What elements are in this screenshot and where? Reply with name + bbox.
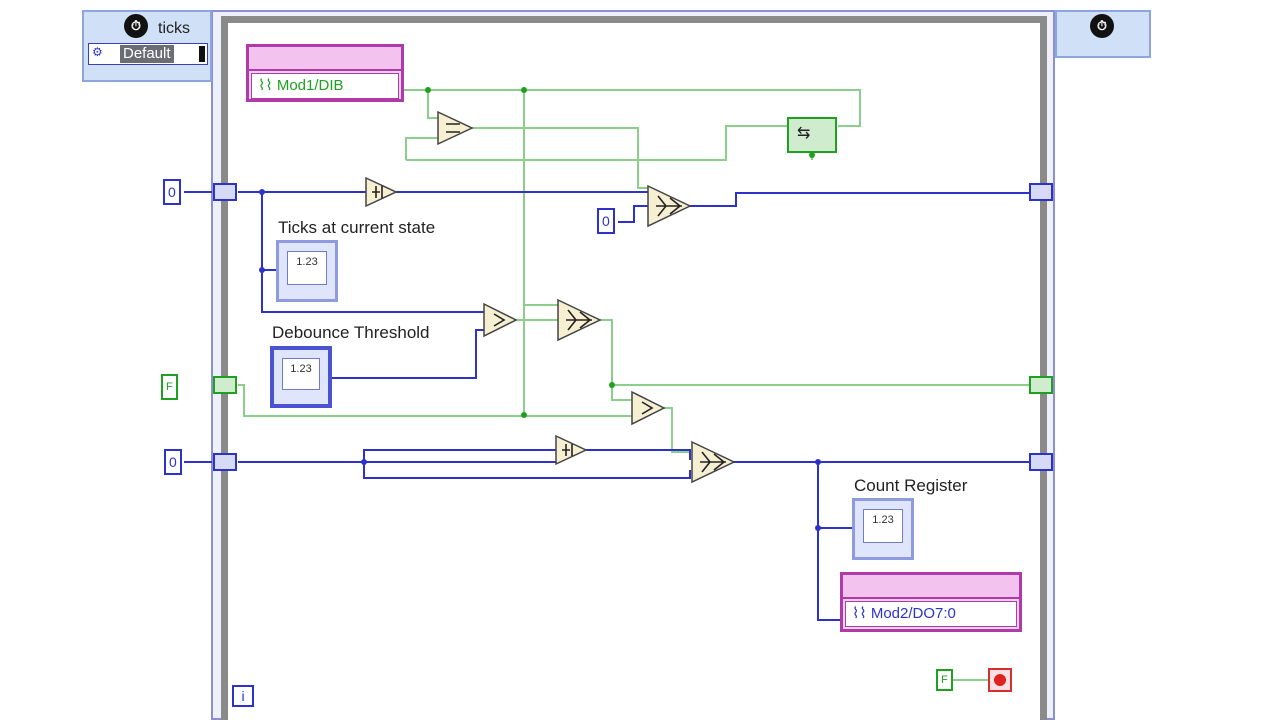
waveform-icon: ⌇⌇ xyxy=(852,605,867,622)
stop-icon xyxy=(994,674,1006,686)
debounce-threshold-label: Debounce Threshold xyxy=(272,323,430,342)
count-init-constant[interactable]: 0 xyxy=(164,449,182,475)
select-node[interactable] xyxy=(787,117,837,153)
equal-primitive xyxy=(437,110,474,146)
debounce-threshold-control[interactable]: 1.23 xyxy=(270,346,332,408)
numeric-glyph: 1.23 xyxy=(282,358,320,390)
greater-bool-primitive xyxy=(631,390,666,426)
selector-end-marker xyxy=(199,46,205,62)
input-node-label: Mod1/DIB xyxy=(276,77,344,94)
increment-primitive xyxy=(365,176,398,208)
ticks-at-state-label: Ticks at current state xyxy=(278,218,436,237)
io-node-header xyxy=(843,575,1019,599)
numeric-glyph: 1.23 xyxy=(287,251,327,285)
numeric-glyph: 1.23 xyxy=(863,509,903,543)
output-node-label: Mod2/DO7:0 xyxy=(870,605,956,622)
clock-source-icon: ⚙ xyxy=(92,45,103,59)
zero-constant[interactable]: 0 xyxy=(597,208,615,234)
shift-register-left-count[interactable] xyxy=(213,453,237,471)
ticks-label: ticks xyxy=(158,20,190,37)
input-node-mod1[interactable]: ⌇⌇ Mod1/DIB xyxy=(246,44,404,102)
stop-condition-terminal[interactable] xyxy=(988,668,1012,692)
increment-primitive xyxy=(555,434,588,466)
output-node-mod2[interactable]: ⌇⌇ Mod2/DO7:0 xyxy=(840,572,1022,632)
selector-arrows-icon: ⇆ xyxy=(797,125,811,142)
ticks-at-state-indicator[interactable]: 1.23 xyxy=(276,240,338,302)
state-init-constant[interactable]: F xyxy=(161,374,178,400)
default-value: Default xyxy=(120,45,174,63)
clock-icon: ⏱ xyxy=(1090,14,1114,38)
waveform-icon: ⌇⌇ xyxy=(258,77,273,94)
count-register-indicator[interactable]: 1.23 xyxy=(852,498,914,560)
shift-register-left-ticks[interactable] xyxy=(213,183,237,201)
stop-constant[interactable]: F xyxy=(936,669,953,691)
shift-register-left-state[interactable] xyxy=(213,376,237,394)
shift-register-right-count[interactable] xyxy=(1029,453,1053,471)
shift-register-right-ticks[interactable] xyxy=(1029,183,1053,201)
count-register-label: Count Register xyxy=(854,476,968,495)
iteration-terminal: i xyxy=(232,685,254,707)
greater-primitive xyxy=(483,302,518,338)
clock-icon: ⏱ xyxy=(124,14,148,38)
io-node-header xyxy=(249,47,401,71)
shift-register-right-state[interactable] xyxy=(1029,376,1053,394)
ticks-init-constant[interactable]: 0 xyxy=(163,179,181,205)
